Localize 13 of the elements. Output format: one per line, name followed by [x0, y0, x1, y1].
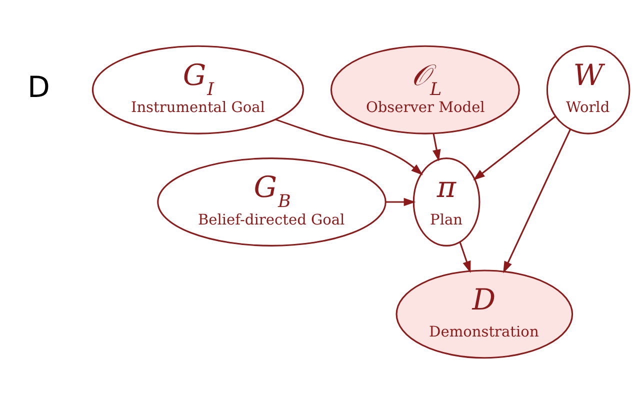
arrow: [459, 242, 471, 274]
node-ellipse: 𝒪$_{L}$ Observer Model: [330, 45, 520, 134]
node-ellipse: D Demonstration: [396, 270, 574, 359]
arrow: [386, 198, 416, 206]
node-ellipse: π Plan: [412, 158, 480, 246]
node-circle: W World: [546, 45, 630, 134]
label: D: [27, 70, 50, 104]
arrow: [473, 116, 556, 180]
arrow: [432, 134, 441, 162]
node-ellipse: G$_{I}$ Instrumental Goal: [92, 45, 304, 134]
arrow: [276, 118, 423, 176]
node-ellipse: G$_{B}$ Belief-directed Goal: [157, 158, 386, 246]
arrow: [503, 129, 571, 274]
